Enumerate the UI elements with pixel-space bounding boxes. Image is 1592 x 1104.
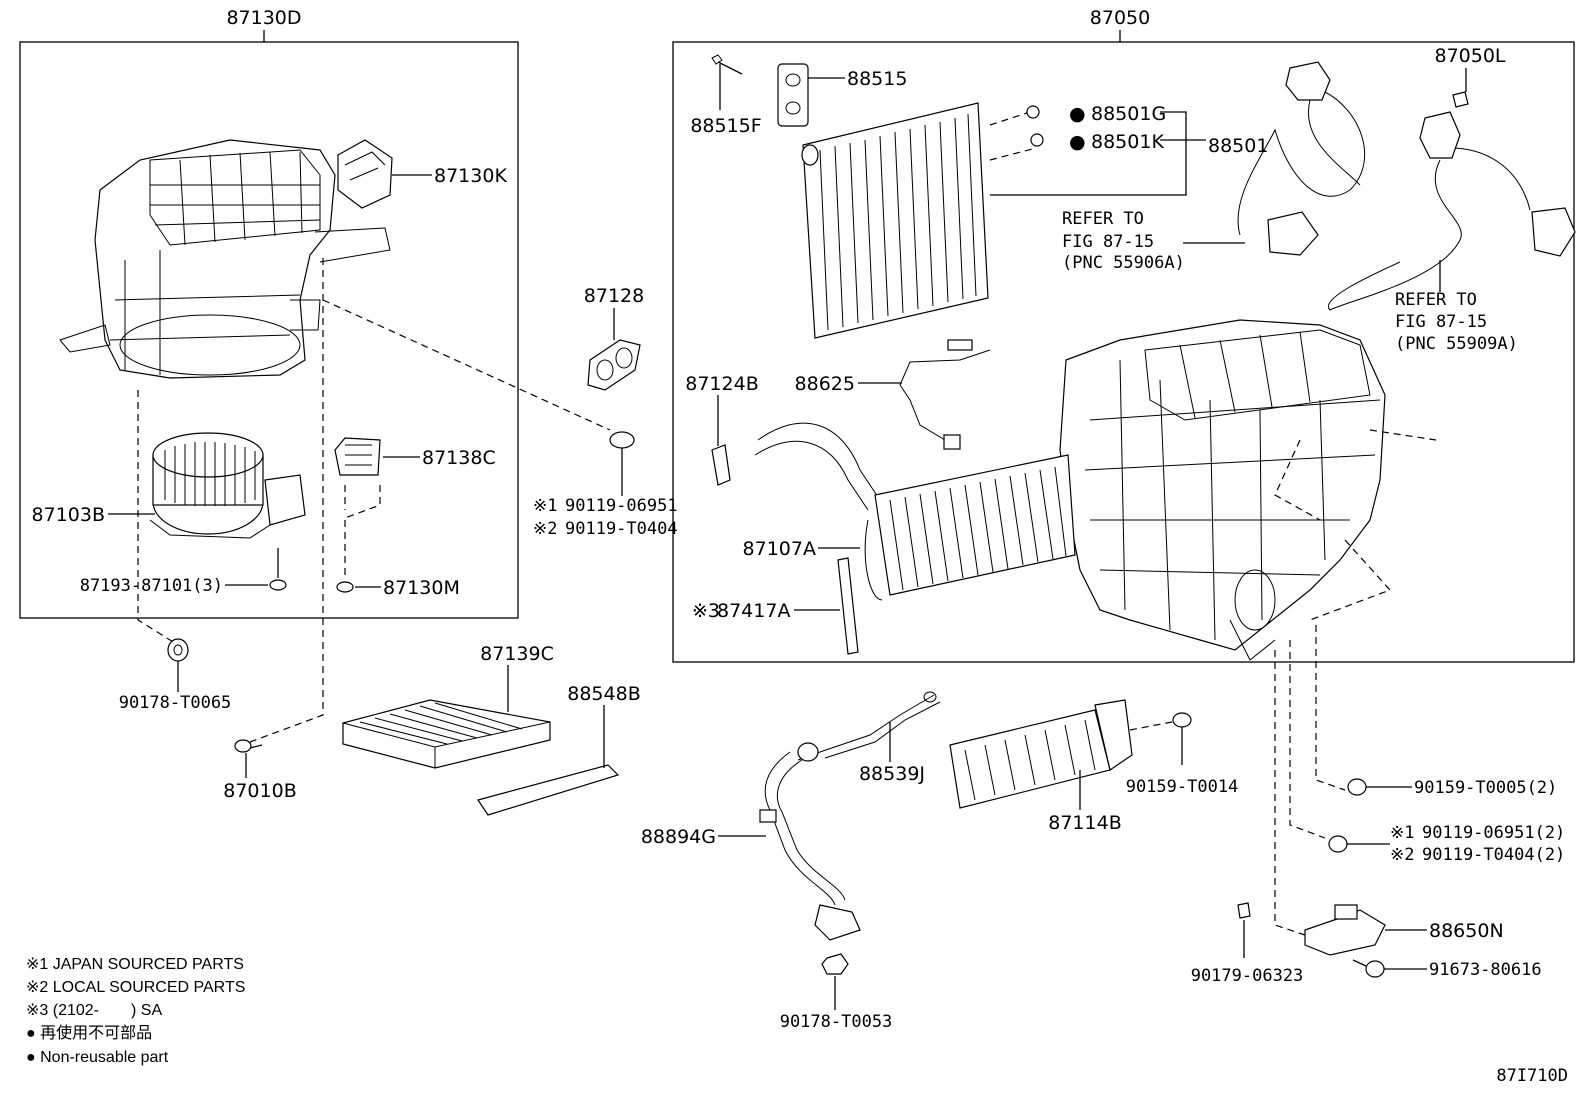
- legend: ※1 JAPAN SOURCED PARTS ※2 LOCAL SOURCED …: [26, 956, 245, 1066]
- label-90179-06323: 90179-06323: [1191, 966, 1304, 986]
- label-88515F: 88515F: [690, 115, 761, 137]
- refer-b-line2: FIG 87-15: [1395, 312, 1487, 332]
- group-87130D-frame: [19, 41, 519, 619]
- sensor-88625-drawing: [899, 339, 991, 450]
- label-87130K: 87130K: [434, 165, 507, 187]
- bolt-91673-80616-drawing: [1352, 959, 1385, 978]
- drain-hose-88894G-drawing: [759, 751, 861, 941]
- resistor-87138C-drawing: [334, 437, 381, 519]
- label-90178-T0065: 90178-T0065: [119, 693, 232, 713]
- label-88625: 88625: [795, 373, 855, 395]
- label-90178-T0053: 90178-T0053: [780, 1012, 893, 1032]
- bolt-88515F-drawing: [711, 54, 743, 110]
- hvac-housing-drawing: [1059, 319, 1386, 661]
- refer-b-line1: REFER TO: [1395, 290, 1477, 310]
- nut-90178-T0053-drawing: [821, 953, 849, 975]
- label-87107A: 87107A: [743, 538, 816, 560]
- label-87193: 87193-87101(3): [80, 576, 223, 596]
- label-90119-06951-2: 90119-06951(2): [1422, 823, 1565, 843]
- bracket-87124B-drawing: [711, 444, 731, 486]
- evaporator-88501-drawing: [801, 102, 989, 339]
- sensor-88650N-drawing: [1304, 904, 1386, 956]
- mark-dot-88501K: ●: [1069, 131, 1086, 153]
- grommet-87128-drawing: [587, 339, 641, 391]
- label-87139C: 87139C: [480, 643, 554, 665]
- label-91673-80616: 91673-80616: [1429, 960, 1542, 980]
- label-87130M: 87130M: [383, 577, 460, 599]
- refer-a-line3: (PNC 55906A): [1062, 253, 1185, 273]
- refer-a-line2: FIG 87-15: [1062, 232, 1154, 252]
- assembly-label-87050: 87050: [1090, 7, 1150, 29]
- label-87417A: 87417A: [717, 600, 790, 622]
- bolt-90159-T0005-drawing: [1347, 778, 1367, 796]
- legend-line-4: ● 再使用不可部品: [26, 1024, 152, 1042]
- label-90119-T0404: 90119-T0404: [565, 519, 678, 539]
- screw-87193-drawing: [269, 548, 287, 591]
- label-87050L: 87050L: [1434, 45, 1505, 67]
- servo-motor-harness-b-drawing: [1327, 111, 1576, 311]
- label-87128: 87128: [584, 285, 644, 307]
- refer-b-line3: (PNC 55909A): [1395, 334, 1518, 354]
- label-90119-06951: 90119-06951: [565, 496, 678, 516]
- mark-note1-b: ※1: [1390, 823, 1414, 843]
- gasket-88548B-drawing: [477, 764, 620, 816]
- legend-line-1: ※1 JAPAN SOURCED PARTS: [26, 956, 244, 973]
- legend-line-2: ※2 LOCAL SOURCED PARTS: [26, 979, 245, 996]
- bolt-87050L-drawing: [1452, 91, 1469, 108]
- label-88650N: 88650N: [1429, 920, 1504, 942]
- refer-a-line1: REFER TO: [1062, 209, 1144, 229]
- label-87010B: 87010B: [223, 780, 296, 802]
- assembly-label-87130D: 87130D: [226, 7, 301, 29]
- blower-motor-87103B-drawing: [149, 432, 306, 539]
- label-88548B: 88548B: [567, 683, 640, 705]
- nut-90178-T0065-drawing: [167, 638, 189, 662]
- valve-88515-drawing: [777, 63, 809, 127]
- strip-87417A-drawing: [837, 557, 859, 655]
- label-90159-T0014: 90159-T0014: [1126, 777, 1239, 797]
- clip-90179-06323-drawing: [1237, 902, 1251, 919]
- legend-line-3: ※3 (2102- ) SA: [26, 1002, 162, 1019]
- filter-87139C-drawing: [342, 699, 551, 769]
- label-90119-T0404-2: 90119-T0404(2): [1422, 845, 1565, 865]
- ptc-heater-87114B-drawing: [949, 699, 1133, 809]
- blower-housing-drawing: [59, 139, 391, 379]
- legend-line-5: ● Non-reusable part: [26, 1049, 169, 1066]
- label-88515: 88515: [847, 68, 907, 90]
- clip-87010B-drawing: [234, 739, 263, 753]
- mark-dot-88501G: ●: [1069, 103, 1086, 125]
- mark-note1-a: ※1: [533, 496, 557, 516]
- label-87114B: 87114B: [1048, 812, 1121, 834]
- mark-note2-a: ※2: [533, 519, 557, 539]
- label-88501K: 88501K: [1091, 131, 1164, 153]
- screw-87130M-drawing: [336, 520, 354, 593]
- label-88894G: 88894G: [641, 826, 716, 848]
- bolt-90119-drawing: [609, 431, 635, 449]
- label-88539J: 88539J: [859, 763, 925, 785]
- mark-note3: ※3: [692, 600, 720, 622]
- servo-motor-harness-a-drawing: [1237, 61, 1366, 256]
- heater-core-87107A-drawing: [754, 422, 1076, 601]
- bolt-90119-pair-drawing: [1328, 835, 1348, 853]
- label-87124B: 87124B: [685, 373, 758, 395]
- label-87138C: 87138C: [422, 447, 496, 469]
- drain-hose-88539J-drawing: [797, 691, 941, 762]
- mark-note2-b: ※2: [1390, 845, 1414, 865]
- label-87103B: 87103B: [32, 504, 105, 526]
- actuator-87130K-drawing: [337, 139, 393, 209]
- figure-id: 87I710D: [1496, 1066, 1568, 1086]
- label-90159-T0005: 90159-T0005(2): [1414, 778, 1557, 798]
- group-87050-frame: [672, 41, 1575, 663]
- label-88501: 88501: [1208, 135, 1268, 157]
- label-88501G: 88501G: [1091, 103, 1166, 125]
